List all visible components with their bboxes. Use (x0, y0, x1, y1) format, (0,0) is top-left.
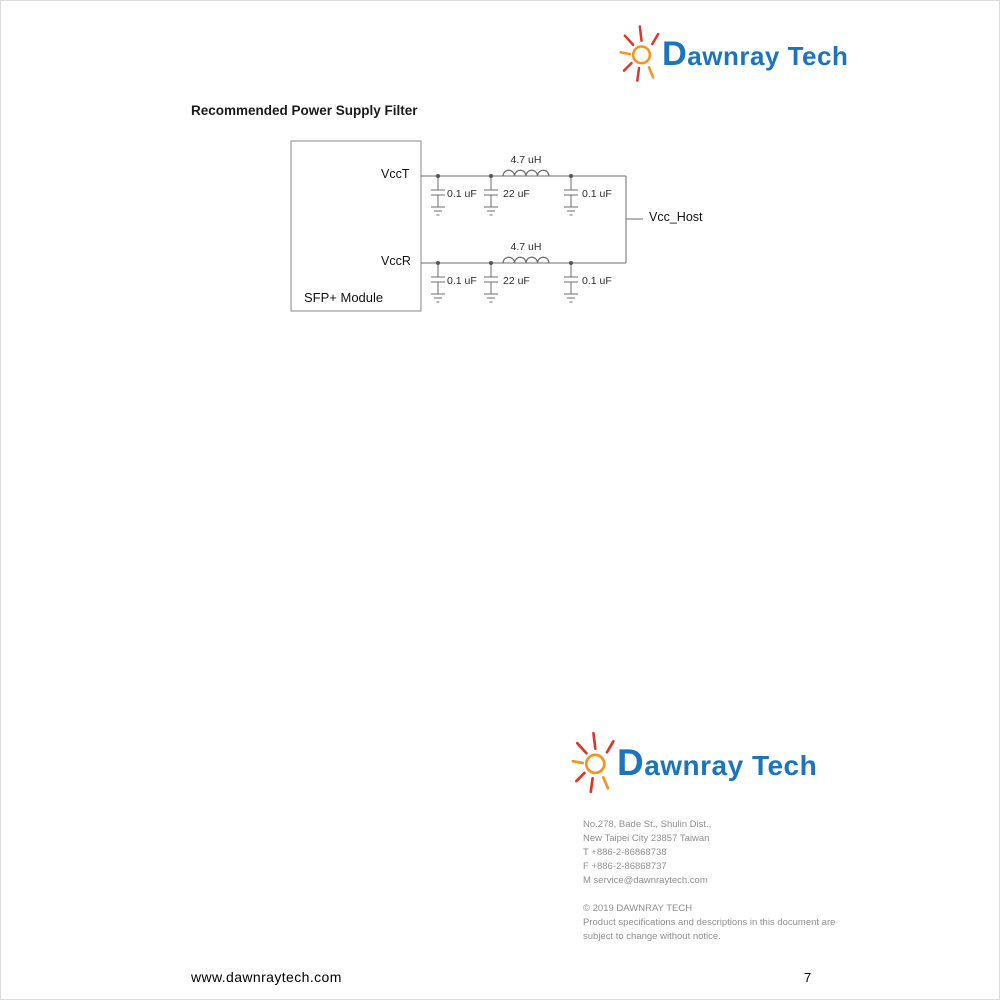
cap-bottom-3-value: 0.1 uF (582, 275, 612, 287)
notice-line-2: subject to change without notice. (583, 931, 721, 942)
website-url: www.dawnraytech.com (191, 969, 342, 985)
inductor-bottom-value: 4.7 uH (510, 241, 542, 253)
email-line: M service@dawnraytech.com (583, 875, 708, 886)
footer-logo-text: Dawnray Tech (617, 742, 818, 783)
rail-label-vccr: VccR (381, 254, 411, 268)
fax-line: F +886-2-86868737 (583, 861, 667, 872)
cap-top-2-value: 22 uF (503, 188, 530, 200)
notice-line-1: Product specifications and descriptions … (583, 917, 836, 928)
inductor-top-value: 4.7 uH (510, 154, 542, 166)
address-line-2: New Taipei City 23857 Taiwan (583, 833, 710, 844)
vcc-host-label: Vcc_Host (649, 210, 703, 224)
sun-rays-icon (571, 731, 615, 794)
cap-bottom-2-value: 22 uF (503, 275, 530, 287)
copyright-line: © 2019 DAWNRAY TECH (583, 903, 693, 914)
sun-rays-icon (619, 25, 660, 82)
junction-dots (436, 174, 573, 265)
module-box (290, 140, 422, 312)
wires (421, 175, 643, 303)
address-line-1: No.278, Bade St., Shulin Dist., (583, 819, 712, 830)
header-logo: Dawnray Tech (619, 21, 848, 87)
contact-block: No.278, Bade St., Shulin Dist., New Taip… (583, 818, 883, 944)
inductor-top (502, 169, 550, 177)
cap-top-1-value: 0.1 uF (447, 188, 477, 200)
page-number: 7 (804, 970, 812, 985)
footer-logo: Dawnray Tech (571, 727, 817, 799)
circuit-schematic (290, 140, 643, 312)
section-heading: Recommended Power Supply Filter (191, 103, 418, 118)
header-logo-text: Dawnray Tech (662, 34, 849, 73)
phone-line: T +886-2-86868738 (583, 847, 667, 858)
power-supply-filter-diagram: VccT VccR SFP+ Module Vcc_Host 4.7 uH 4.… (281, 136, 741, 331)
cap-top-3-value: 0.1 uF (582, 188, 612, 200)
rail-label-vcct: VccT (381, 167, 410, 181)
cap-bottom-1-value: 0.1 uF (447, 275, 477, 287)
module-label: SFP+ Module (304, 290, 384, 305)
inductor-bottom (502, 256, 550, 264)
